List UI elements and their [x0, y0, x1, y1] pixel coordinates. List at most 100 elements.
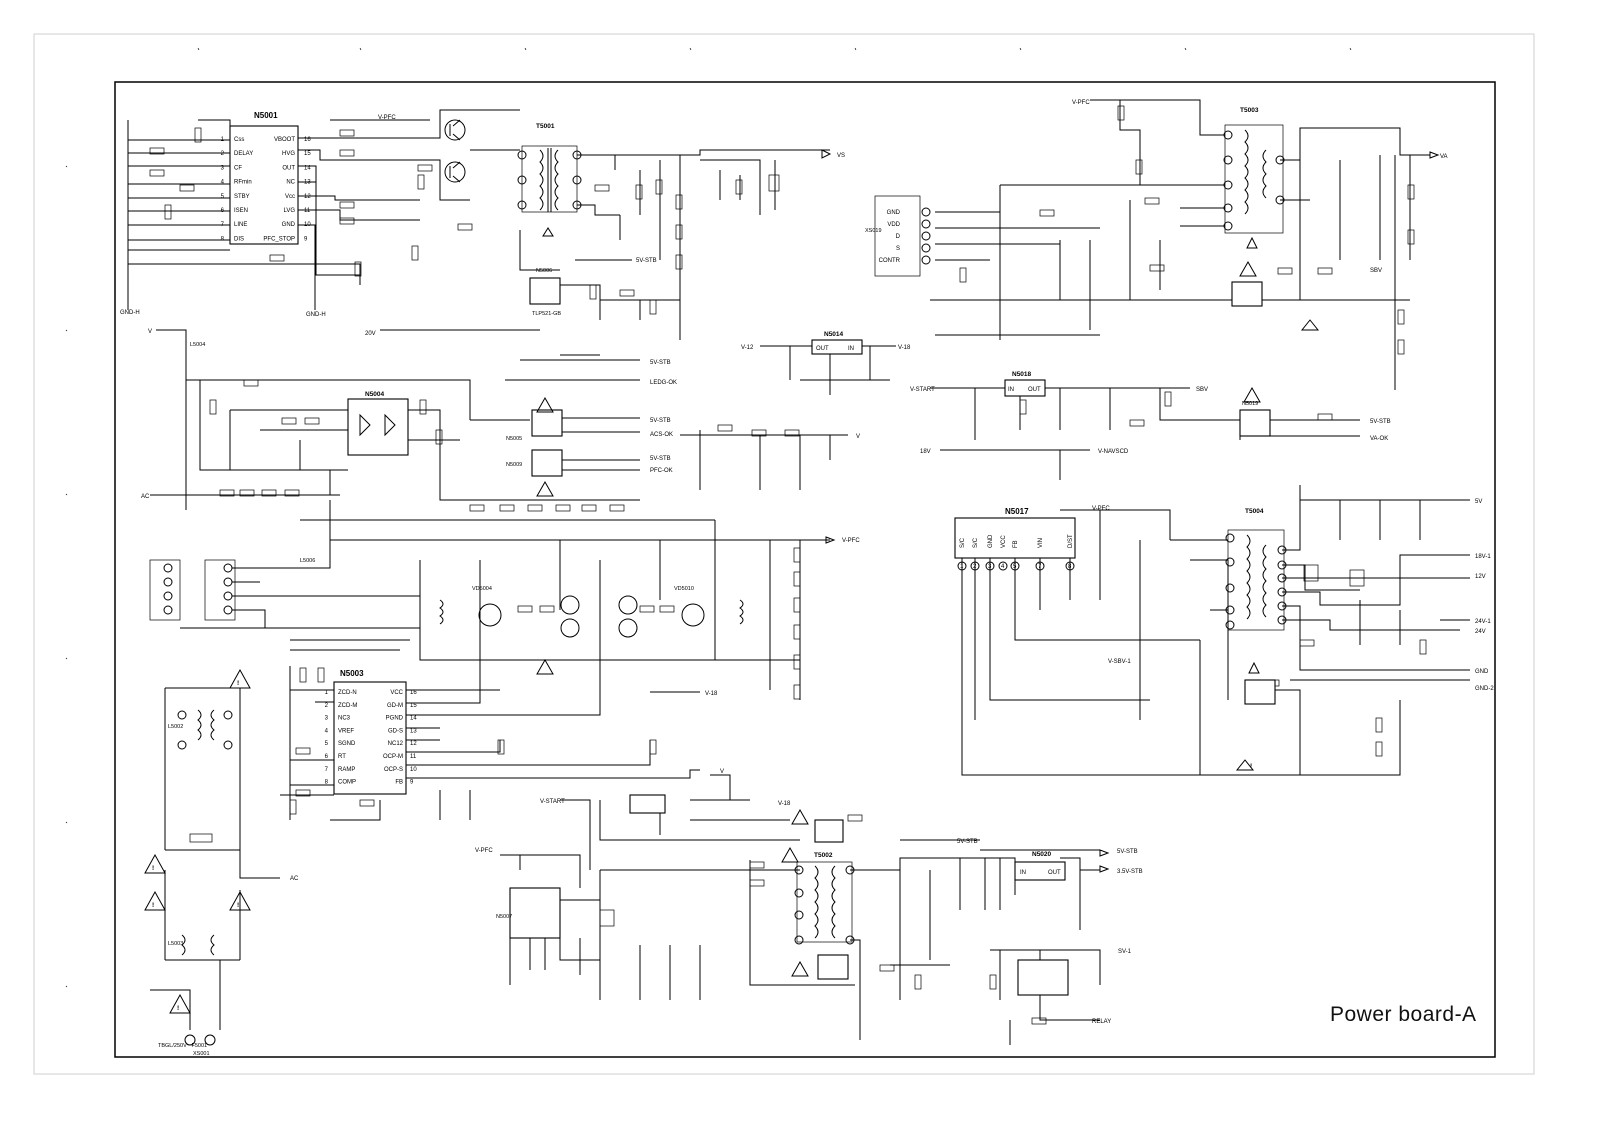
- regulator-n5013: [629, 794, 666, 814]
- n5001-pin-right-5: LVG: [283, 208, 295, 214]
- n5017-label: N5017: [1005, 507, 1029, 516]
- net-v-3: V: [720, 769, 724, 775]
- connector-xs002: [149, 559, 236, 621]
- n5009-label: N5009: [506, 462, 522, 468]
- optocoupler-n5019: N5019: [1239, 401, 1271, 437]
- connector-xs001: XS001: [184, 1034, 216, 1057]
- t5004-label: T5004: [1245, 508, 1264, 515]
- n5014-pin-in: IN: [848, 346, 854, 352]
- transformer-t5004: T5004: [1225, 508, 1287, 674]
- net-ac-1: AC: [141, 494, 150, 500]
- xs019-pin-circle-0: [921, 207, 931, 217]
- svg-text:!: !: [152, 902, 154, 909]
- t5002-label: T5002: [814, 852, 833, 859]
- n5003-num-left-1: 2: [325, 703, 329, 709]
- n5003-num-left-6: 7: [325, 767, 329, 773]
- n5003-pin-left-0: ZCD-N: [338, 690, 357, 696]
- n5001-num-right-3: 13: [304, 180, 311, 186]
- transformer-t5002: T5002: [794, 852, 855, 945]
- net-v-1: V: [148, 329, 152, 335]
- net-5v: 5V: [1475, 499, 1482, 505]
- n5020-label: N5020: [1032, 851, 1052, 858]
- net-5v-stb-3: 5V-STB: [650, 418, 671, 424]
- n5003-num-right-2: 14: [410, 716, 417, 722]
- n5003-pin-left-3: VREF: [338, 728, 354, 734]
- n5017-pin-circle-3: [998, 561, 1008, 571]
- n5003-pin-left-2: NC3: [338, 716, 351, 722]
- n5014-label: N5014: [824, 331, 844, 338]
- net-v-pfc-5: V-PFC: [475, 848, 493, 854]
- n5003-num-left-3: 4: [325, 728, 329, 734]
- xs019-pin-4: CONTR: [879, 258, 901, 264]
- net-sv-1: SV-1: [1118, 949, 1132, 955]
- n5001-pin-left-3: RFmin: [234, 180, 252, 186]
- n5003-num-right-1: 15: [410, 703, 417, 709]
- xs019-pin-0: GND: [887, 210, 901, 216]
- transformer-t5001: T5001: [517, 123, 582, 237]
- n5001-pin-left-6: LINE: [234, 222, 247, 228]
- f5001-label: TBGL/250V~ F5001: [158, 1043, 207, 1049]
- n5001-pin-right-0: VBOOT: [274, 137, 295, 143]
- n5001-num-left-2: 3: [221, 165, 225, 171]
- net-acs-ok: ACS-OK: [650, 432, 673, 438]
- svg-text:!: !: [237, 902, 239, 909]
- net-3-5v-stb: 3.5V-STB: [1117, 869, 1143, 875]
- net-gnd-2: GND-2: [1475, 686, 1494, 692]
- n5017-pin-0: S/C: [960, 537, 966, 548]
- net-v18-1: V-18: [898, 345, 911, 351]
- drawing-border: [114, 81, 1496, 1058]
- svg-text:!: !: [177, 1005, 179, 1012]
- xs019-pin-circle-3: [921, 243, 931, 253]
- n5003-pin-right-5: OCP-M: [383, 754, 403, 760]
- net-va: VA: [1440, 154, 1448, 160]
- n5001-pin-right-3: NC: [286, 180, 295, 186]
- optocoupler-n5006: N5006 TLP521-GB: [529, 268, 561, 317]
- n5001-pin-right-1: HVG: [282, 151, 295, 157]
- n5003-num-right-3: 13: [410, 728, 417, 734]
- n5003-num-right-0: 16: [410, 690, 417, 696]
- n5001-num-right-5: 11: [304, 208, 311, 214]
- net-pfc-ok: PFC-OK: [650, 468, 673, 474]
- optocoupler-n5020: [1244, 679, 1276, 705]
- net-sbv-2: SBV: [1196, 387, 1208, 393]
- n5003-pin-right-7: FB: [395, 780, 403, 786]
- n5003-pin-left-5: RT: [338, 754, 346, 760]
- net-v-start-1: V-START: [540, 799, 565, 805]
- xs001-label: XS001: [193, 1051, 210, 1057]
- n5003-pin-right-3: GD-S: [388, 728, 403, 734]
- n5018-label: N5018: [1012, 371, 1032, 378]
- vd5004-label: VD5004: [472, 586, 492, 592]
- net-v-start-2: V-START: [910, 387, 935, 393]
- net-5v-stb-7: 5V-STB: [1117, 849, 1138, 855]
- ic-n5007: N5007: [496, 887, 561, 939]
- ic-n5014: N5014 OUT IN: [811, 331, 863, 355]
- ic-n5004: N5004: [347, 391, 409, 456]
- xs019-pin-circle-1: [921, 219, 931, 229]
- n5001-pin-left-0: Css: [234, 137, 244, 143]
- n5001-pin-left-7: DIS: [234, 236, 244, 242]
- n5003-pin-left-1: ZCD-M: [338, 703, 357, 709]
- n5003-label: N5003: [340, 669, 364, 678]
- l5004-label: L5004: [190, 342, 205, 348]
- n5001-num-right-7: 9: [304, 236, 308, 242]
- n5003-pin-right-1: GD-M: [387, 703, 403, 709]
- n5007-label: N5007: [496, 914, 512, 920]
- net-12v: 12V: [1475, 574, 1486, 580]
- xs019-pin-1: VDD: [887, 222, 900, 228]
- n5003-num-left-5: 6: [325, 754, 329, 760]
- optocoupler-n5016: [814, 819, 844, 843]
- n5003-pin-right-2: PGND: [386, 716, 404, 722]
- warning-mark-1: !: [1250, 763, 1252, 770]
- ic-n5001: N5001 CssDELAYCFRFminSTBYISENLINEDIS1234…: [221, 111, 311, 245]
- n5020-pin-out: OUT: [1048, 870, 1061, 876]
- l5003-label: L5003: [168, 941, 183, 947]
- t5001-label: T5001: [536, 123, 555, 130]
- regulator-n5020: N5020 IN OUT: [1014, 851, 1066, 881]
- net-gnd-h-1: GND-H: [120, 310, 140, 316]
- net-gnd: GND: [1475, 669, 1489, 675]
- net-24v-1: 24V-1: [1475, 619, 1491, 625]
- net-18v-stb: 18V: [920, 449, 931, 455]
- n5001-pin-right-6: GND: [282, 222, 296, 228]
- xs019-pin-circle-2: [921, 231, 931, 241]
